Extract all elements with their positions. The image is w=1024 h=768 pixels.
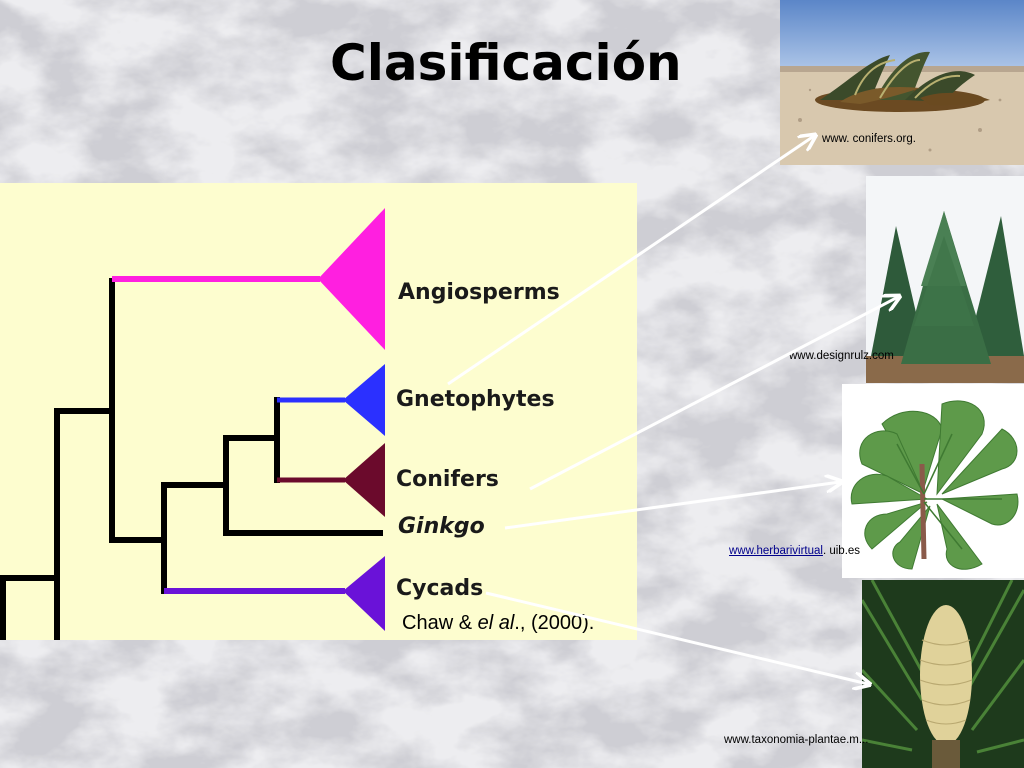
taxon-label-gnetophytes: Gnetophytes	[396, 387, 555, 412]
taxon-label-ginkgo: Ginkgo	[398, 514, 485, 539]
photo-credit-ginkgo-domain: . uib.es	[822, 545, 861, 557]
photo-credit-ginkgo: www.herbarivirtual. uib.es	[729, 545, 860, 557]
welwitschia-plant	[815, 51, 990, 112]
photo-ginkgo	[842, 384, 1024, 578]
photo-welwitschia	[780, 0, 1024, 165]
citation-author: Chaw &	[402, 612, 478, 634]
clade-angiosperms	[318, 208, 385, 350]
ginkgo-stem	[919, 463, 927, 560]
citation: Chaw & el al., (2000).	[402, 612, 594, 635]
cycad-cone-shape	[920, 605, 972, 745]
clade-cycads	[343, 556, 385, 631]
photo-credit-ginkgo-link[interactable]: www.herbarivirtual	[729, 545, 823, 557]
citation-etal: el al	[477, 612, 515, 634]
clade-gnetophytes	[343, 364, 385, 436]
taxon-label-cycads: Cycads	[396, 576, 484, 601]
taxon-label-conifers: Conifers	[396, 467, 499, 492]
photo-credit-conifers: www.designrulz.com	[789, 350, 894, 362]
photo-credit-welwitschia: www. conifers.org.	[822, 133, 916, 145]
photo-credit-cycad: www.taxonomia-plantae.m...	[724, 734, 869, 746]
slide-title: Clasificación	[330, 34, 682, 92]
phylogeny-tree	[0, 208, 385, 640]
photo-cycad	[862, 580, 1024, 768]
clade-conifers	[343, 443, 385, 517]
citation-year: ., (2000).	[514, 612, 595, 634]
ginkgo-leaf-shapes	[850, 400, 1019, 570]
taxon-label-angiosperms: Angiosperms	[398, 280, 560, 305]
